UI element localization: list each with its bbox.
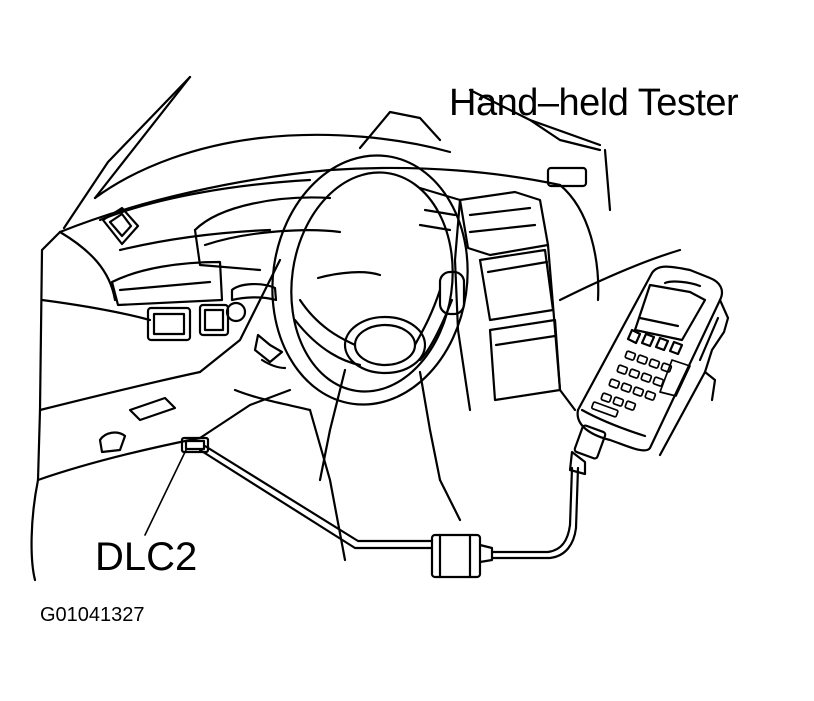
hand-held-tester [568,265,730,476]
cable-adapter [430,533,494,579]
hand-held-tester-label: Hand–held Tester [449,82,739,124]
door-lines [30,248,682,582]
dashboard-outline [36,88,612,482]
center-stack [418,186,577,412]
vent-icon [101,206,140,246]
lower-dash [98,333,462,562]
instrument-cluster [193,196,342,272]
cable-adapter-to-tester [490,466,580,560]
steering-wheel [271,154,469,482]
tester-keypad [590,350,691,418]
switch-panel [110,260,278,342]
dlc2-label: DLC2 [95,535,198,579]
dlc2-connector [180,436,210,454]
figure-id: G01041327 [40,604,145,626]
cable-dlc2-to-adapter [198,444,434,550]
dlc2-leader-line [144,449,187,536]
windshield-lines [62,75,452,230]
